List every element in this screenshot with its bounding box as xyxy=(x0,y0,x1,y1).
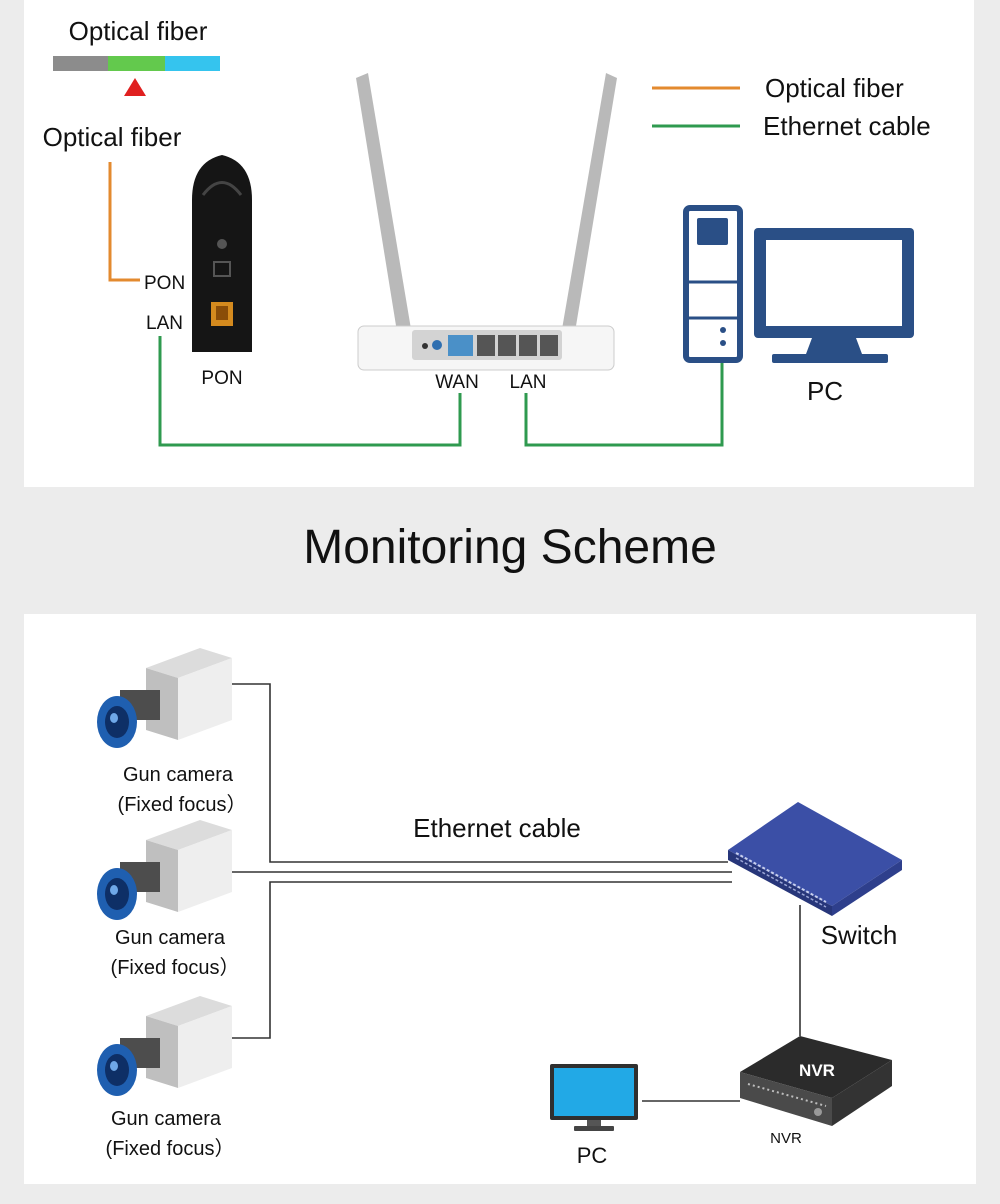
nvr-icon xyxy=(740,1036,892,1126)
nvr-label: NVR xyxy=(770,1130,802,1147)
camera-3-name: Gun camera xyxy=(111,1108,222,1130)
pon-device-icon xyxy=(192,155,252,352)
legend: Optical fiber Ethernet cable xyxy=(652,73,931,141)
fiber-color-strip xyxy=(53,56,220,96)
pon-port-label: PON xyxy=(144,273,185,294)
section-title: Monitoring Scheme xyxy=(303,521,717,574)
pc-monitor-icon xyxy=(754,228,914,363)
pointer-triangle-icon xyxy=(124,78,146,96)
nvr-badge: NVR xyxy=(799,1061,835,1080)
lan-port-label: LAN xyxy=(146,313,183,334)
gun-camera-icon xyxy=(97,996,232,1096)
pon-device-label: PON xyxy=(201,368,242,389)
legend-item-optical-fiber: Optical fiber xyxy=(765,73,904,103)
fiber-line-label: Optical fiber xyxy=(43,122,182,152)
gun-camera-icon xyxy=(97,820,232,920)
gun-camera-icon xyxy=(97,648,232,748)
ethernet-line-pon-to-wan xyxy=(158,336,462,447)
pc-monitor-small-icon xyxy=(550,1064,638,1131)
fiber-strip-label: Optical fiber xyxy=(69,16,208,46)
camera-1-name: Gun camera xyxy=(123,764,234,786)
camera-1-sub: (Fixed focus） xyxy=(118,793,247,816)
router-lan-label: LAN xyxy=(510,372,547,393)
camera-2-name: Gun camera xyxy=(115,927,226,949)
ethernet-cable-label: Ethernet cable xyxy=(413,813,581,843)
router-icon xyxy=(356,73,617,371)
network-switch-icon xyxy=(728,802,902,916)
pc-label-bottom: PC xyxy=(577,1143,608,1168)
camera-wiring xyxy=(232,683,801,1102)
pc-tower-icon xyxy=(683,205,743,363)
switch-label: Switch xyxy=(821,920,898,950)
camera-3-sub: (Fixed focus） xyxy=(106,1137,235,1160)
legend-item-ethernet-cable: Ethernet cable xyxy=(763,111,931,141)
optical-fiber-line xyxy=(108,162,140,282)
ethernet-line-lan-to-pc xyxy=(524,360,724,447)
router-wan-label: WAN xyxy=(435,372,479,393)
camera-2-sub: (Fixed focus） xyxy=(111,956,240,979)
pc-label-top: PC xyxy=(807,376,843,406)
